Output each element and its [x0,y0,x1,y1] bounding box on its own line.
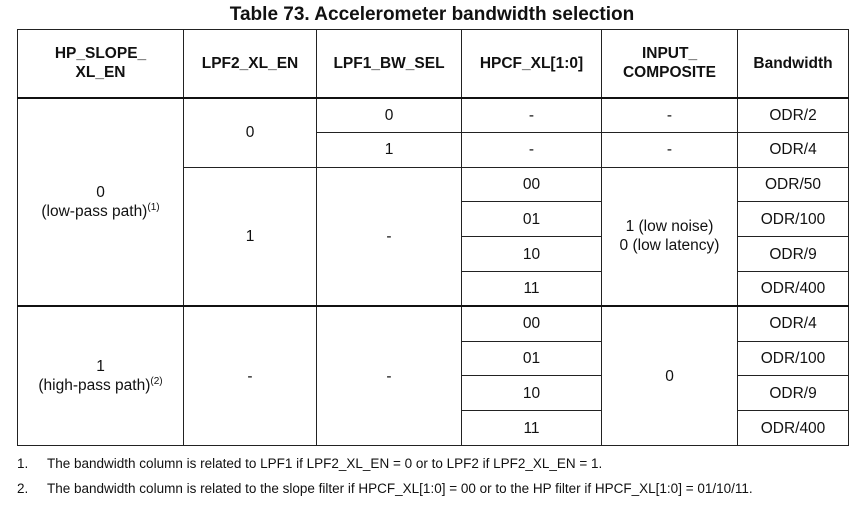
header-hpcf-xl: HPCF_XL[1:0] [461,29,602,99]
table-row: 01 ODR/100 [18,340,849,377]
header-hp-slope-xl-en: HP_SLOPE_ XL_EN [17,29,184,99]
input-composite-cell: 1 (low noise) 0 (low latency) [601,166,738,307]
hpcf-cell: 10 [461,236,602,272]
table-row: 1 - - ODR/4 [18,131,849,168]
bandwidth-cell: ODR/100 [737,340,849,377]
lpf1-cell: 1 [316,131,462,168]
hpcf-cell: 11 [461,270,602,307]
table-row: 1 - 00 1 (low noise) 0 (low latency) ODR… [18,166,849,307]
hpcf-cell: - [461,97,602,133]
header-bandwidth: Bandwidth [737,29,849,99]
footnote-text: The bandwidth column is related to LPF1 … [47,456,603,471]
hpcf-cell: 01 [461,201,602,238]
header-input-composite: INPUT_ COMPOSITE [601,29,738,99]
low-pass-path-cell: 0 (low-pass path)(1) [17,97,184,307]
footnote-number: 1. [17,456,29,471]
lpf1-cell: - [316,166,462,307]
bandwidth-cell: ODR/9 [737,236,849,272]
footnote-2: 2. The bandwidth column is related to th… [17,481,848,496]
footnote-ref: (1) [147,201,160,213]
table-row: 11 ODR/400 [18,410,849,446]
lpf1-cell: 0 [316,97,462,133]
bandwidth-cell: ODR/9 [737,375,849,412]
header-row: HP_SLOPE_ XL_EN LPF2_XL_EN LPF1_BW_SEL H… [17,29,849,99]
footnote-number: 2. [17,481,29,496]
table-row: 10 ODR/9 [18,375,849,412]
input-composite-cell: 0 [601,305,738,446]
bandwidth-cell: ODR/400 [737,270,849,307]
bandwidth-cell: ODR/50 [737,166,849,203]
table-row: 1 (high-pass path)(2) - - 00 0 ODR/4 [17,305,849,446]
hpcf-cell: 00 [461,166,602,203]
bandwidth-cell: ODR/4 [737,305,849,342]
bandwidth-cell: ODR/400 [737,410,849,446]
table-row: 11 ODR/400 [18,270,849,307]
table-row: 10 ODR/9 [18,236,849,272]
table-row: 01 ODR/100 [18,201,849,238]
table-row: 0 (low-pass path)(1) 0 0 - - ODR/2 [17,97,849,307]
high-pass-path-cell: 1 (high-pass path)(2) [17,305,184,446]
input-composite-cell: - [601,97,738,133]
hpcf-cell: 10 [461,375,602,412]
lpf1-cell: - [316,305,462,446]
hpcf-cell: 00 [461,305,602,342]
bandwidth-cell: ODR/100 [737,201,849,238]
table-caption: Table 73. Accelerometer bandwidth select… [229,4,635,25]
hpcf-cell: 01 [461,340,602,377]
hpcf-cell: - [461,131,602,168]
lpf2-cell: 1 [183,166,317,307]
hpcf-cell: 11 [461,410,602,446]
footnote-text: The bandwidth column is related to the s… [47,481,753,496]
footnote-ref: (2) [150,376,163,388]
footnote-1: 1. The bandwidth column is related to LP… [17,456,848,471]
bandwidth-table: HP_SLOPE_ XL_EN LPF2_XL_EN LPF1_BW_SEL H… [17,29,849,446]
lpf2-cell: 0 [183,97,317,168]
bandwidth-cell: ODR/2 [737,97,849,133]
bandwidth-cell: ODR/4 [737,131,849,168]
lpf2-cell: - [183,305,317,446]
input-composite-cell: - [601,131,738,168]
header-lpf2-xl-en: LPF2_XL_EN [183,29,317,99]
header-lpf1-bw-sel: LPF1_BW_SEL [316,29,462,99]
footnotes: 1. The bandwidth column is related to LP… [17,456,848,506]
